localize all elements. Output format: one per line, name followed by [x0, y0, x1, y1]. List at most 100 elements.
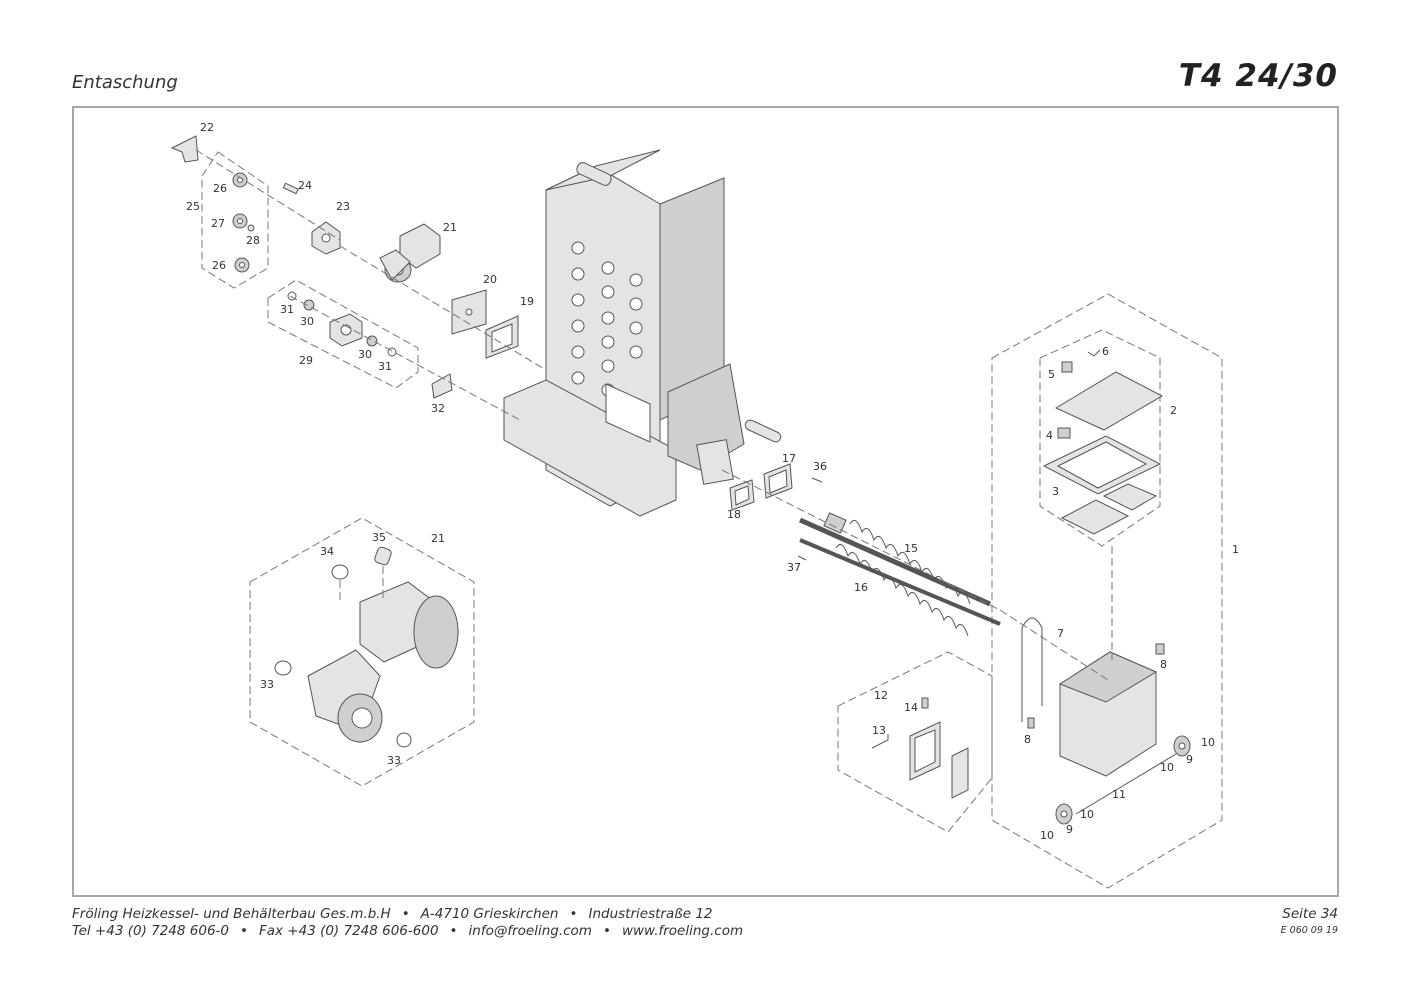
callout-26-top: 26: [213, 182, 227, 195]
callout-10-b: 10: [1160, 761, 1174, 774]
page-title: Entaschung: [72, 72, 178, 93]
group-box-3: [1039, 329, 1161, 547]
part-29-bearing-housing: [329, 313, 363, 347]
callout-27: 27: [211, 217, 225, 230]
part-12-frame: [909, 721, 969, 799]
part-8-bracket-top: [1155, 643, 1165, 655]
part-9-wheel-right: [1173, 735, 1191, 757]
part-20-plate: [451, 289, 487, 335]
group-box-1: [991, 293, 1223, 889]
part-35-key: [374, 546, 392, 566]
part-6-clip: [1087, 349, 1101, 357]
callout-8-top: 8: [1160, 658, 1167, 671]
footer-city: A-4710 Grieskirchen: [420, 906, 559, 922]
part-2-lid: [1054, 371, 1164, 431]
callout-11: 11: [1112, 788, 1126, 801]
callout-15: 15: [904, 542, 918, 555]
callout-19: 19: [520, 295, 534, 308]
callout-36: 36: [813, 460, 827, 473]
callout-8-left: 8: [1024, 733, 1031, 746]
callout-20: 20: [483, 273, 497, 286]
callout-18: 18: [727, 508, 741, 521]
part-7-handle: [1021, 617, 1043, 722]
part-11-axle: [1075, 753, 1177, 815]
part-23-bracket: [311, 221, 341, 255]
part-27-sprocket: [232, 213, 255, 232]
footer-company-line: Fröling Heizkessel- und Behälterbau Ges.…: [72, 906, 713, 922]
group-box-21-detail: [249, 517, 475, 787]
part-4-latch: [1057, 427, 1071, 439]
callout-13: 13: [872, 724, 886, 737]
part-26-sprocket-top: [232, 172, 248, 188]
callout-5: 5: [1048, 368, 1055, 381]
callout-21-detail: 21: [431, 532, 445, 545]
callout-21-top: 21: [443, 221, 457, 234]
part-36-pin: [811, 477, 823, 483]
callout-29: 29: [299, 354, 313, 367]
callout-30-right: 30: [358, 348, 372, 361]
callout-2: 2: [1170, 404, 1177, 417]
part-34-oring: [331, 564, 349, 580]
part-19-gasket: [485, 315, 519, 359]
part-31-circlip-right: [387, 347, 397, 357]
boiler-body: [503, 149, 782, 517]
group-box-25: [201, 151, 269, 289]
part-33-oring-lower: [396, 732, 412, 748]
footer-contact-line: Tel +43 (0) 7248 606-0•Fax +43 (0) 7248 …: [72, 923, 744, 939]
callout-10-a: 10: [1201, 736, 1215, 749]
part-22-disc: [170, 135, 199, 163]
callout-31-right: 31: [378, 360, 392, 373]
callout-10-d: 10: [1040, 829, 1054, 842]
part-33-oring-upper: [274, 660, 292, 676]
callout-10-c: 10: [1080, 808, 1094, 821]
callout-31-left: 31: [280, 303, 294, 316]
part-37-pin: [797, 555, 807, 561]
part-3-seal-frame: [1042, 435, 1162, 495]
part-14-tab: [921, 697, 929, 709]
callout-33-left: 33: [260, 678, 274, 691]
callout-9-right: 9: [1186, 753, 1193, 766]
callout-34: 34: [320, 545, 334, 558]
callout-9-left: 9: [1066, 823, 1073, 836]
callout-23: 23: [336, 200, 350, 213]
part-32-cover-plate: [431, 373, 453, 399]
callout-28: 28: [246, 234, 260, 247]
callout-7: 7: [1057, 627, 1064, 640]
page-number: Seite 34: [1282, 906, 1338, 922]
part-1-ash-container: [1058, 651, 1158, 777]
footer-company: Fröling Heizkessel- und Behälterbau Ges.…: [72, 906, 391, 922]
callout-3: 3: [1052, 485, 1059, 498]
part-16-auger: [799, 538, 1001, 637]
part-21-motor-detail: [307, 581, 459, 743]
part-5-block: [1061, 361, 1073, 373]
part-31-circlip-left: [287, 291, 297, 301]
footer-email: info@froeling.com: [468, 923, 592, 939]
group-box-12: [837, 651, 993, 833]
assembly-axes: [195, 149, 1113, 681]
callout-22: 22: [200, 121, 214, 134]
part-26-sprocket-bottom: [234, 257, 250, 273]
callout-12: 12: [874, 689, 888, 702]
callout-4: 4: [1046, 429, 1053, 442]
footer-street: Industriestraße 12: [588, 906, 713, 922]
callout-33-bottom: 33: [387, 754, 401, 767]
footer-fax: Fax +43 (0) 7248 606-600: [258, 923, 439, 939]
callout-16: 16: [854, 581, 868, 594]
part-17-gasket: [763, 463, 793, 499]
part-21-gear-motor: [379, 223, 441, 283]
callout-6: 6: [1102, 345, 1109, 358]
callout-32: 32: [431, 402, 445, 415]
part-15-auger: [798, 512, 992, 607]
footer-phone: Tel +43 (0) 7248 606-0: [72, 923, 229, 939]
part-18-gasket: [729, 479, 755, 511]
group-box-29: [267, 279, 419, 389]
callout-14: 14: [904, 701, 918, 714]
document-code: E 060 09 19: [1280, 925, 1338, 936]
part-9-wheel-left: [1055, 803, 1073, 825]
part-24-pin: [282, 182, 299, 195]
callout-17: 17: [782, 452, 796, 465]
callout-26-bottom: 26: [212, 259, 226, 272]
part-30-bearing-right: [366, 335, 378, 347]
callout-25: 25: [186, 200, 200, 213]
